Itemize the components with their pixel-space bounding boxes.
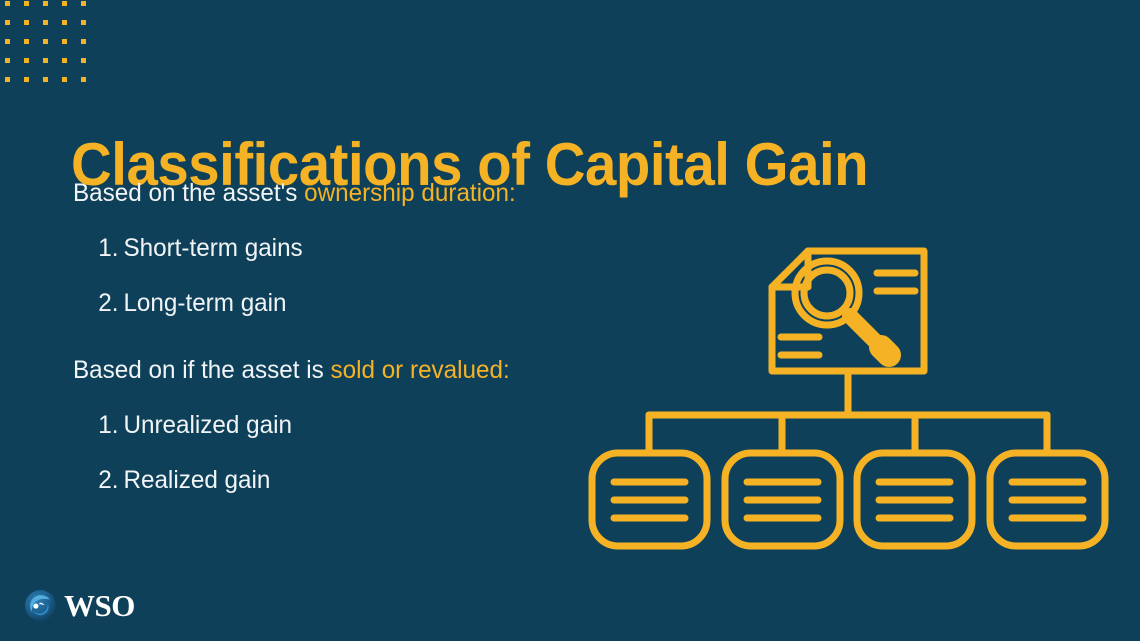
grid-dot — [81, 58, 86, 63]
dot-grid-decoration — [0, 0, 100, 84]
grid-dot — [5, 1, 10, 6]
wso-logo: WSO — [24, 589, 135, 622]
child-card-1 — [588, 449, 711, 550]
list-item-marker: 2. — [98, 289, 119, 317]
grid-dot — [24, 58, 29, 63]
magnifier-inner-ring-icon — [800, 266, 854, 320]
list-item: 1.Short-term gains — [73, 234, 597, 263]
grid-dot — [43, 39, 48, 44]
section-2-lead-highlight: sold or revalued: — [330, 356, 510, 384]
grid-dot — [5, 77, 10, 82]
grid-dot — [81, 1, 86, 6]
grid-dot — [62, 77, 67, 82]
section-1-lead: Based on the asset's ownership duration: — [73, 178, 597, 208]
grid-dot — [43, 77, 48, 82]
grid-dot — [62, 1, 67, 6]
magnifier-handle-tip-icon — [869, 335, 901, 367]
grid-dot — [5, 39, 10, 44]
list-item: 1.Unrealized gain — [73, 411, 597, 440]
list-item-label: Short-term gains — [123, 234, 303, 262]
list-item-marker: 1. — [98, 234, 119, 262]
grid-dot — [24, 39, 29, 44]
grid-dot — [81, 20, 86, 25]
grid-dot — [24, 77, 29, 82]
list-item-label: Realized gain — [123, 466, 271, 494]
grid-dot — [24, 1, 29, 6]
list-item-label: Long-term gain — [123, 289, 287, 317]
grid-dot — [81, 77, 86, 82]
child-card-3 — [853, 449, 976, 550]
list-item: 2.Long-term gain — [73, 289, 597, 318]
grid-dot — [43, 1, 48, 6]
section-2-lead-prefix: Based on if the asset is — [73, 356, 331, 384]
grid-dot — [81, 39, 86, 44]
list-item-marker: 2. — [98, 466, 119, 494]
child-card-4 — [986, 449, 1109, 550]
wso-wordmark: WSO — [64, 588, 135, 623]
section-1-lead-highlight: ownership duration: — [304, 179, 516, 207]
grid-dot — [5, 20, 10, 25]
wso-globe-icon — [25, 590, 56, 621]
section-2-lead: Based on if the asset is sold or revalue… — [73, 355, 597, 385]
section-1-lead-prefix: Based on the asset's — [73, 179, 305, 207]
grid-dot — [43, 58, 48, 63]
grid-dot — [62, 58, 67, 63]
grid-dot — [62, 39, 67, 44]
grid-dot — [43, 20, 48, 25]
list-item-marker: 1. — [98, 411, 119, 439]
list-item-label: Unrealized gain — [123, 411, 292, 439]
magnifier-outer-ring-icon — [791, 257, 863, 329]
grid-dot — [5, 58, 10, 63]
document-analysis-hierarchy-graphic — [588, 247, 1109, 550]
section-1-list: 1.Short-term gains 2.Long-term gain — [73, 234, 613, 318]
content-column: Based on the asset's ownership duration:… — [73, 178, 613, 495]
grid-dot — [62, 20, 67, 25]
list-item: 2.Realized gain — [73, 466, 597, 495]
child-card-2 — [721, 449, 844, 550]
grid-dot — [24, 20, 29, 25]
section-2-list: 1.Unrealized gain 2.Realized gain — [73, 411, 613, 495]
page-title: Classifications of Capital Gain — [71, 131, 869, 199]
